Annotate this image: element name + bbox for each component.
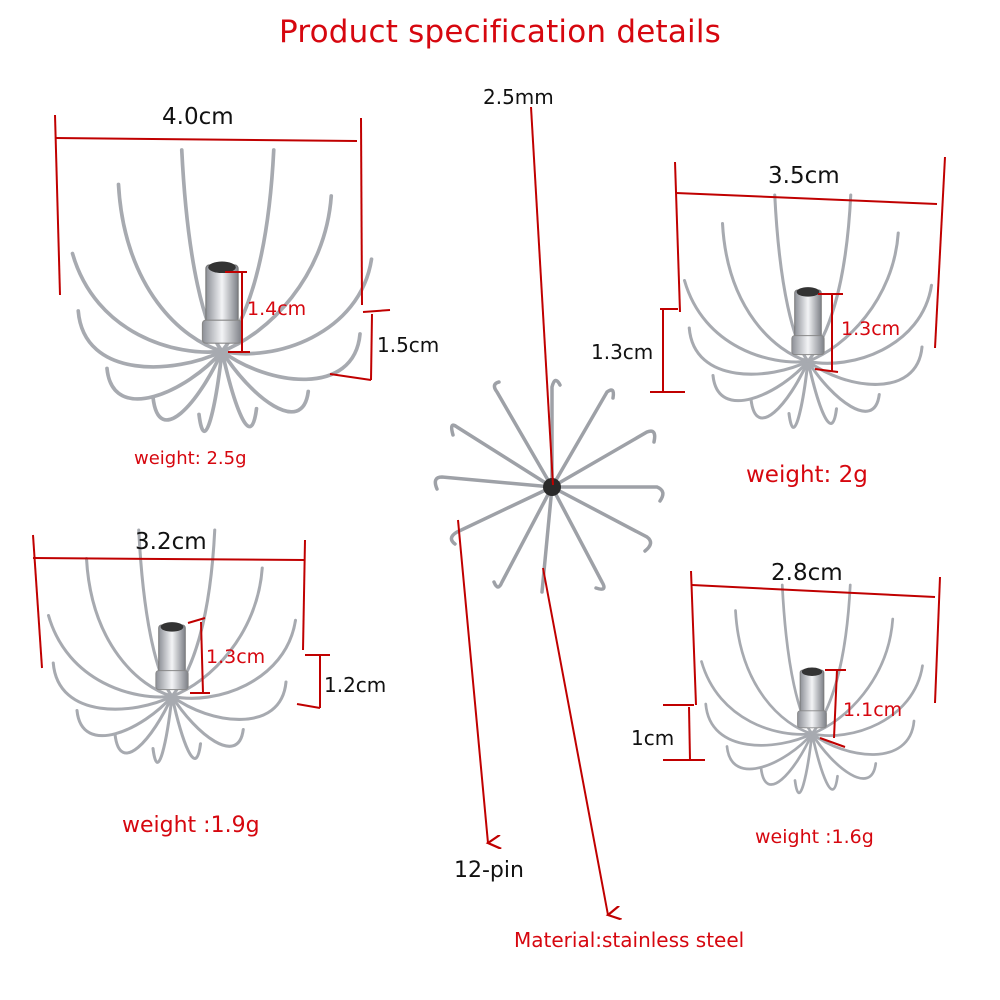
wire-diameter-label: 2.5mm (483, 85, 554, 109)
material-label: Material:stainless steel (514, 928, 745, 952)
hook-2_8cm-hook-height-label: 1cm (631, 726, 675, 750)
hook-2_8cm-weight-label: weight :1.6g (755, 826, 874, 848)
hook-3_5cm-shank-label: 1.3cm (841, 318, 901, 340)
hook-3_5cm-weight-label: weight: 2g (746, 462, 868, 488)
hook-3_2cm-hook-height-label: 1.2cm (324, 673, 387, 697)
hook-2_8cm-width-label: 2.8cm (771, 560, 843, 586)
hook-3_2cm-illustration (32, 528, 330, 764)
hook-4cm-hook-height-label: 1.5cm (377, 333, 440, 357)
page-title: Product specification details (279, 14, 721, 50)
hook-top-view-illustration (433, 106, 665, 915)
hook-3_2cm-width-label: 3.2cm (135, 529, 207, 555)
hook-4cm-width-label: 4.0cm (162, 104, 234, 130)
hook-3_5cm-width-label: 3.5cm (768, 163, 840, 189)
hook-2_8cm-illustration (663, 570, 941, 795)
hook-4cm-weight-label: weight: 2.5g (134, 448, 247, 469)
hook-3_5cm-illustration (650, 156, 946, 429)
pin-count-label: 12-pin (454, 858, 524, 883)
hook-4cm-shank-label: 1.4cm (247, 298, 307, 320)
hook-3_2cm-shank-label: 1.3cm (206, 646, 266, 668)
hook-3_5cm-hook-height-label: 1.3cm (591, 340, 654, 364)
hook-4cm-illustration (54, 114, 391, 434)
hook-3_2cm-weight-label: weight :1.9g (122, 813, 260, 838)
hook-2_8cm-shank-label: 1.1cm (843, 699, 903, 721)
